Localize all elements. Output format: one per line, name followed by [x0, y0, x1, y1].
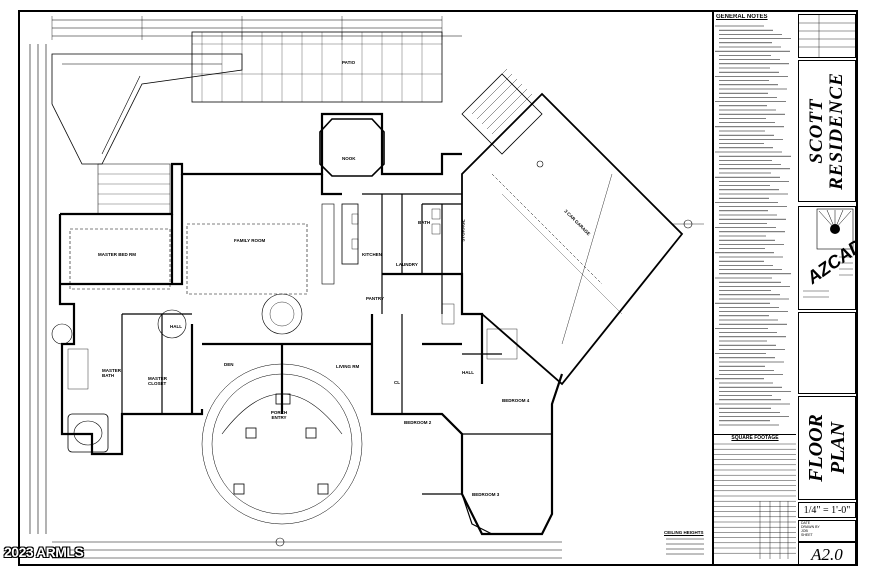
floor-plan-drawing: PATIO NOOK FAMILY ROOM MASTER BED RM KIT…	[22, 14, 710, 562]
room-label-bedroom4: BEDROOM 4	[502, 398, 530, 403]
title-block	[712, 12, 858, 566]
project-name: SCOTT RESIDENCE	[806, 72, 847, 190]
room-label-bedroom2: BEDROOM 2	[404, 420, 432, 425]
ceiling-heights-title: CEILING HEIGHTS	[664, 530, 704, 535]
sheet-border	[18, 10, 858, 566]
info-job: JOB	[801, 529, 808, 533]
room-label-hall: HALL	[170, 324, 182, 329]
sheet-name: FLOOR PLAN	[805, 414, 849, 482]
room-label-storage: STORAGE	[460, 219, 466, 242]
room-label-den: DEN	[224, 362, 234, 367]
square-footage-table: SQUARE FOOTAGE	[714, 434, 796, 565]
room-label-pantry: PANTRY	[366, 296, 384, 301]
room-label-bath: BATH	[418, 220, 431, 225]
ceiling-heights-lines	[666, 538, 704, 555]
room-label-closet: CL	[394, 380, 400, 385]
seal-box	[798, 312, 856, 394]
room-label-hall-2: HALL	[462, 370, 474, 375]
square-footage-grid	[714, 443, 796, 559]
revision-lines	[799, 15, 855, 57]
ceiling-heights-note: CEILING HEIGHTS	[664, 530, 710, 560]
square-footage-title: SQUARE FOOTAGE	[731, 435, 779, 441]
info-sheet: SHEET	[801, 533, 813, 537]
room-label-patio: PATIO	[342, 60, 356, 65]
project-name-line1: SCOTT	[806, 98, 827, 164]
logo-wordmark: AZCAD	[802, 235, 855, 288]
project-name-box: SCOTT RESIDENCE	[798, 60, 856, 202]
room-label-master-closet: MASTER CLOSET	[148, 376, 167, 386]
armls-watermark: 2023 ARMLS	[4, 544, 84, 560]
room-label-master-bath: MASTER BATH	[102, 368, 121, 378]
drawing-scale: 1/4" = 1'-0"	[798, 502, 856, 518]
drawing-info-box: DATE DRAWN BY JOB SHEET	[798, 520, 856, 542]
room-label-porch: PORCH ENTRY	[270, 410, 288, 420]
room-label-master-bed: MASTER BED RM	[98, 252, 136, 257]
general-notes-title: GENERAL NOTES	[716, 14, 768, 20]
firm-logo-box: AZCAD	[798, 206, 856, 310]
sheet-name-box: FLOOR PLAN	[798, 396, 856, 500]
sheet-number: A2.0	[798, 542, 856, 566]
room-label-nook: NOOK	[342, 156, 356, 161]
room-label-laundry: LAUNDRY	[396, 262, 418, 267]
azcad-logo: AZCAD	[802, 208, 855, 298]
info-drawn-by: DRAWN BY	[801, 525, 820, 529]
room-label-family-room: FAMILY ROOM	[234, 238, 266, 243]
sheet-name-line2: PLAN	[827, 421, 850, 475]
floor-plan-svg	[29, 16, 704, 559]
room-label-living: LIVING RM	[336, 364, 360, 369]
room-label-kitchen: KITCHEN	[362, 252, 382, 257]
room-label-bedroom3: BEDROOM 3	[472, 492, 500, 497]
general-notes-text-lines	[715, 25, 791, 426]
sheet-name-line1: FLOOR	[805, 414, 828, 482]
revision-box	[798, 14, 856, 58]
info-date: DATE	[801, 521, 811, 525]
general-notes: GENERAL NOTES	[714, 14, 796, 434]
project-name-line2: RESIDENCE	[826, 72, 847, 190]
